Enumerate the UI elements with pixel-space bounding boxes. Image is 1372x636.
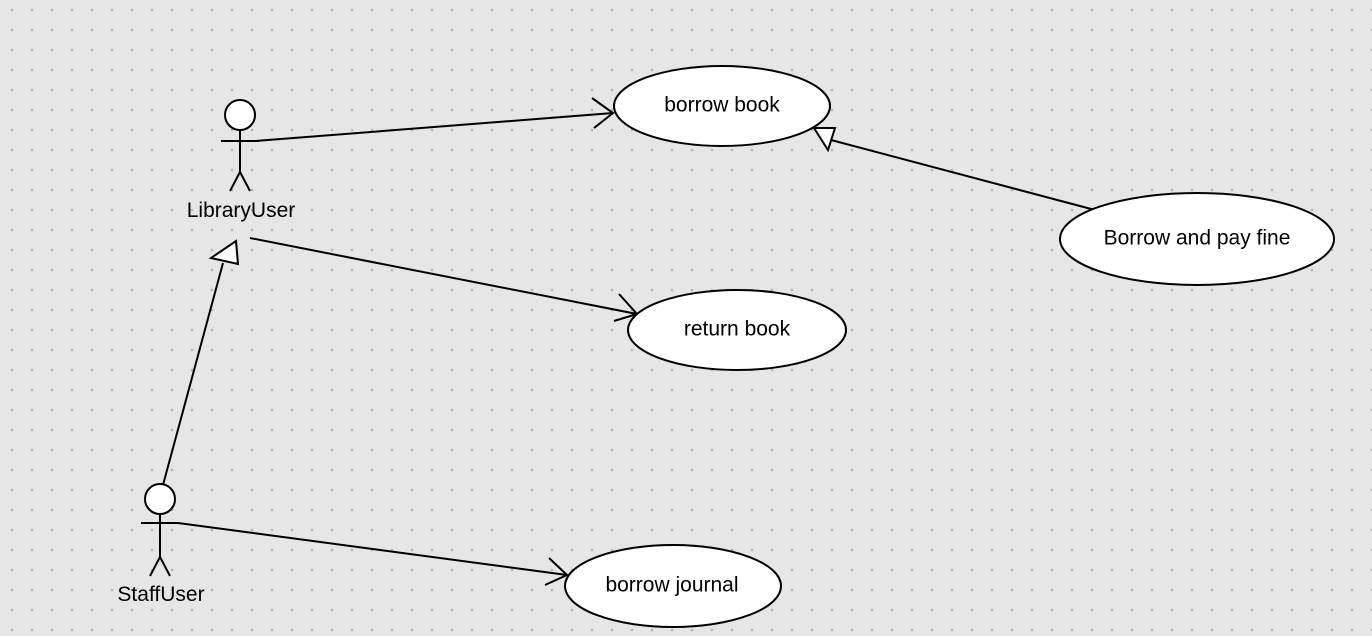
- association-libraryuser-borrow-book[interactable]: [254, 97, 615, 142]
- association-staffuser-borrow-journal[interactable]: [177, 522, 569, 586]
- generalization-borrow-and-pay-fine-borrow-book[interactable]: [812, 127, 1096, 211]
- use-case-return-book[interactable]: return book: [627, 289, 847, 371]
- use-case-borrow-and-pay-fine[interactable]: Borrow and pay fine: [1059, 192, 1335, 286]
- use-case-label: borrow book: [664, 94, 780, 117]
- actor-head-icon: [224, 99, 256, 131]
- use-case-label: Borrow and pay fine: [1104, 227, 1291, 250]
- use-case-borrow-book[interactable]: borrow book: [613, 65, 831, 147]
- use-case-label: return book: [684, 318, 791, 341]
- generalization-staffuser-libraryuser[interactable]: [162, 239, 240, 486]
- use-case-borrow-journal[interactable]: borrow journal: [564, 544, 782, 628]
- use-case-label: borrow journal: [605, 574, 738, 597]
- actor-label-staffuser: StaffUser: [117, 583, 204, 606]
- actor-libraryuser[interactable]: LibraryUser: [187, 99, 296, 222]
- actor-head-icon: [144, 483, 176, 515]
- actor-label-libraryuser: LibraryUser: [187, 199, 296, 222]
- actor-staffuser[interactable]: StaffUser: [117, 483, 205, 606]
